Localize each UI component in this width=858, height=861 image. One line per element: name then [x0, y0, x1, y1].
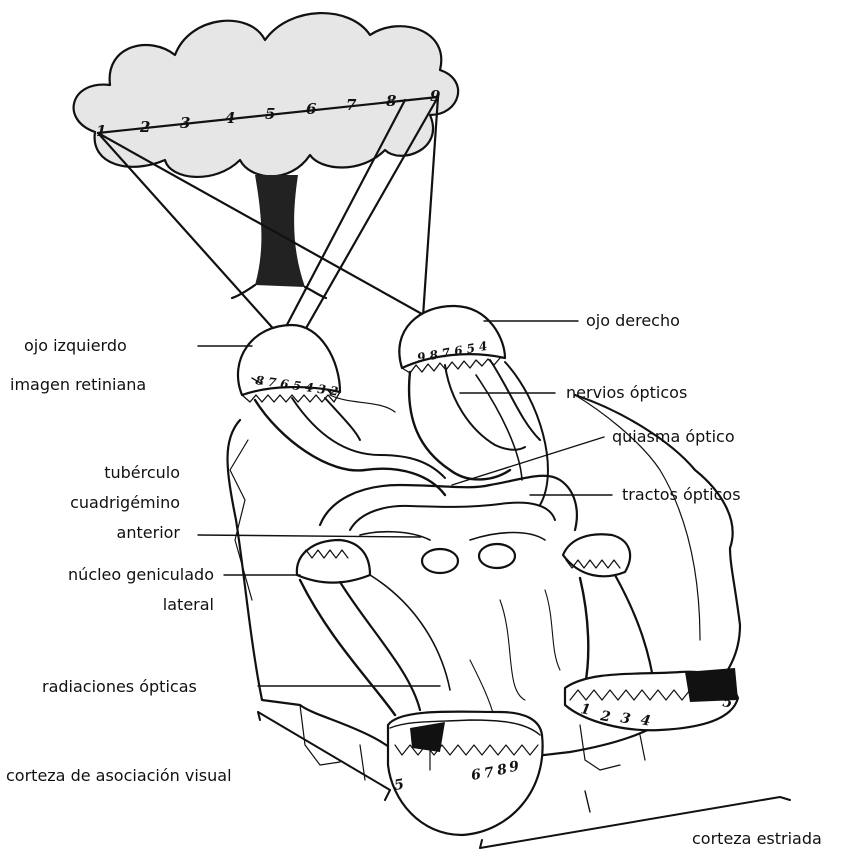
label-nucleo-line1: núcleo geniculado	[14, 564, 214, 586]
label-corteza-estriada: corteza estriada	[692, 828, 822, 850]
scene-number-5: 5	[265, 105, 275, 123]
scene-number-6: 6	[306, 100, 317, 118]
label-ojo-derecho: ojo derecho	[586, 310, 680, 332]
label-tuberculo-line3: anterior	[60, 522, 180, 544]
optic-chiasm	[320, 476, 577, 530]
scene-number-2: 2	[139, 118, 150, 136]
scene-number-4: 4	[225, 109, 235, 127]
bracket-association	[258, 712, 390, 790]
label-tractos: tractos ópticos	[622, 484, 741, 506]
optic-nerve-left	[255, 400, 445, 495]
scene-number-8: 8	[386, 92, 397, 110]
label-tuberculo-line2: cuadrigémino	[40, 492, 180, 514]
superior-colliculus-left	[422, 549, 458, 573]
label-corteza-asociacion: corteza de asociación visual	[6, 765, 232, 787]
label-imagen-retiniana: imagen retiniana	[10, 374, 146, 396]
label-ojo-izquierdo: ojo izquierdo	[24, 335, 127, 357]
scene-number-3: 3	[180, 114, 190, 132]
label-radiaciones: radiaciones ópticas	[42, 676, 197, 698]
label-quiasma: quiasma óptico	[612, 426, 735, 448]
optic-radiation-left	[300, 580, 395, 715]
label-nucleo-line2: lateral	[60, 594, 214, 616]
label-nervios: nervios ópticos	[566, 382, 687, 404]
lgn-left	[297, 540, 370, 583]
label-tuberculo-line1: tubérculo	[60, 462, 180, 484]
lgn-right	[563, 534, 630, 576]
tree-trunk	[255, 175, 305, 287]
scene-number-9: 9	[430, 87, 441, 105]
scene-number-1: 1	[96, 122, 106, 140]
scene-number-7: 7	[346, 96, 357, 114]
superior-colliculus-right	[479, 544, 515, 568]
optic-radiation-right	[580, 578, 588, 685]
